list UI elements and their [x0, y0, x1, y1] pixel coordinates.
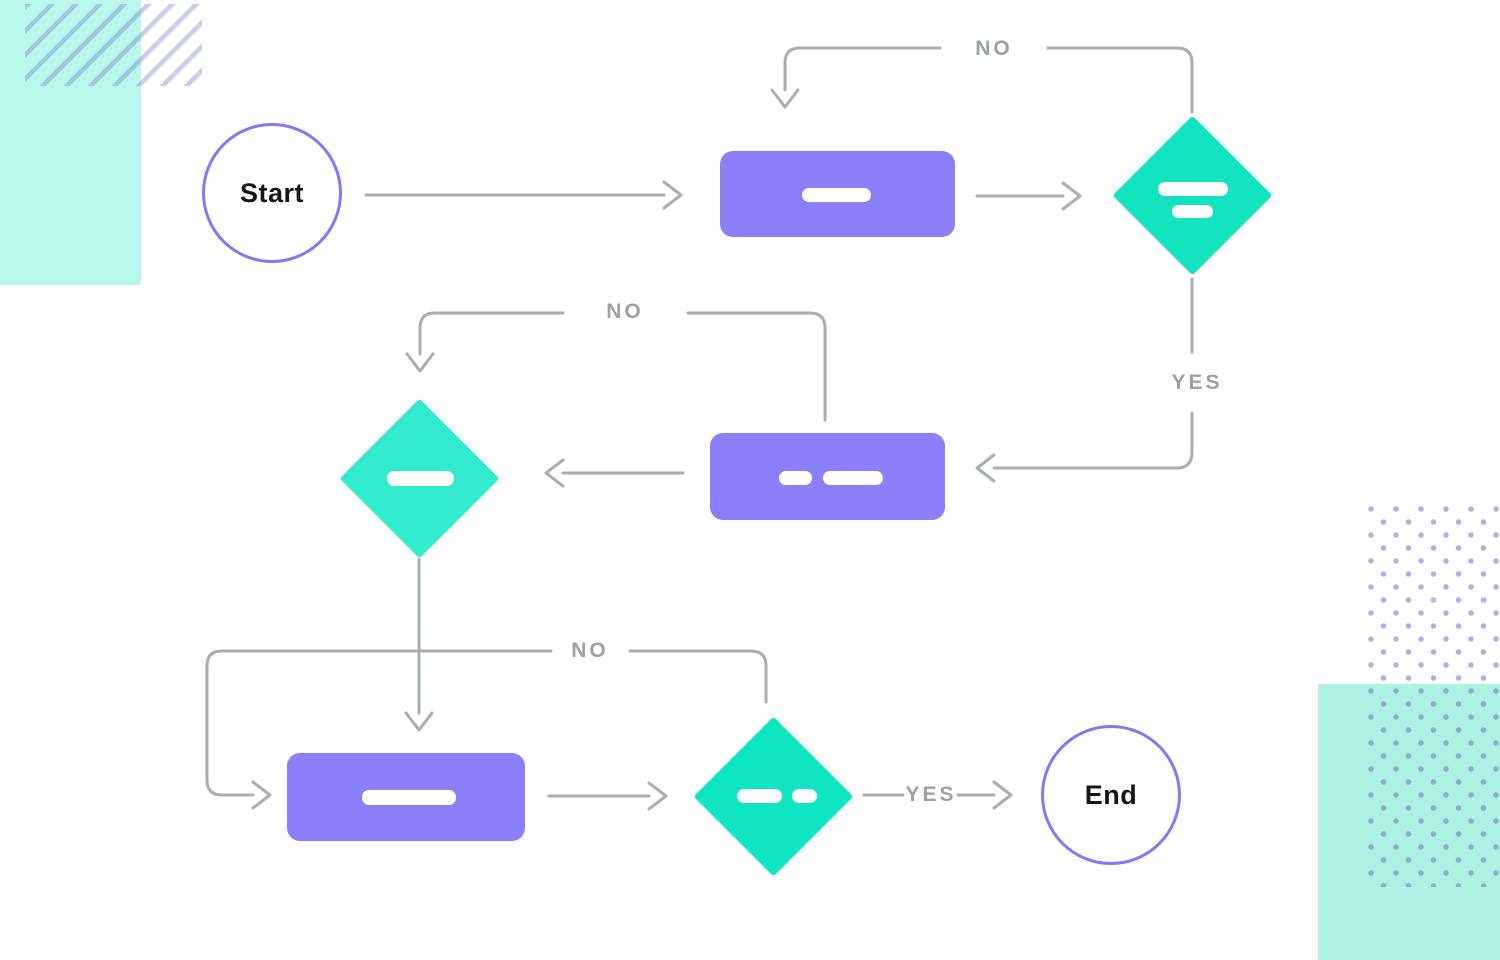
edge-yes-right-lower	[992, 411, 1194, 470]
loop-no-middle-left	[418, 311, 565, 356]
arrowhead-down-icon	[405, 352, 435, 373]
placeholder-text-bar	[823, 471, 883, 485]
process-node-1	[720, 151, 955, 237]
loop-no-bottom-right	[628, 649, 768, 704]
placeholder-text-bar	[1158, 182, 1228, 196]
loop-no-bottom-left	[205, 649, 553, 797]
arrowhead-right-icon	[662, 180, 683, 210]
end-node-label: End	[1084, 779, 1138, 810]
edge-label-no-top: NO	[975, 37, 1013, 60]
placeholder-text-bar	[737, 789, 782, 803]
arrowhead-right-icon	[251, 780, 272, 810]
edge-label-no-middle: NO	[606, 300, 644, 323]
placeholder-text-bar	[1172, 205, 1213, 218]
loop-no-middle-right	[686, 311, 827, 422]
arrowhead-right-icon	[992, 780, 1013, 810]
start-node-label: Start	[239, 177, 304, 208]
end-node: End	[1041, 725, 1181, 865]
start-node: Start	[202, 123, 342, 263]
edge-label-no-bottom: NO	[571, 639, 609, 662]
loop-no-top-left	[783, 46, 942, 92]
arrowhead-right-icon	[1061, 181, 1082, 211]
process-node-3	[287, 753, 525, 841]
placeholder-text-bar	[792, 789, 817, 803]
arrowhead-right-icon	[647, 781, 668, 811]
placeholder-text-bar	[362, 790, 456, 805]
arrowhead-left-icon	[975, 453, 996, 483]
process-node-2	[710, 433, 945, 520]
arrowhead-down-icon	[770, 88, 800, 109]
arrowhead-down-icon	[404, 711, 434, 732]
placeholder-text-bar	[779, 471, 812, 485]
loop-no-top-right	[1046, 46, 1194, 114]
decision-node-3	[693, 716, 853, 876]
edge-label-yes-bottom: YES	[905, 783, 957, 806]
decision-node-1	[1112, 115, 1272, 275]
arrowhead-left-icon	[544, 458, 565, 488]
placeholder-text-bar	[387, 471, 454, 486]
edge-label-yes-right: YES	[1171, 371, 1223, 394]
decision-node-2	[339, 398, 499, 558]
placeholder-text-bar	[802, 188, 871, 202]
